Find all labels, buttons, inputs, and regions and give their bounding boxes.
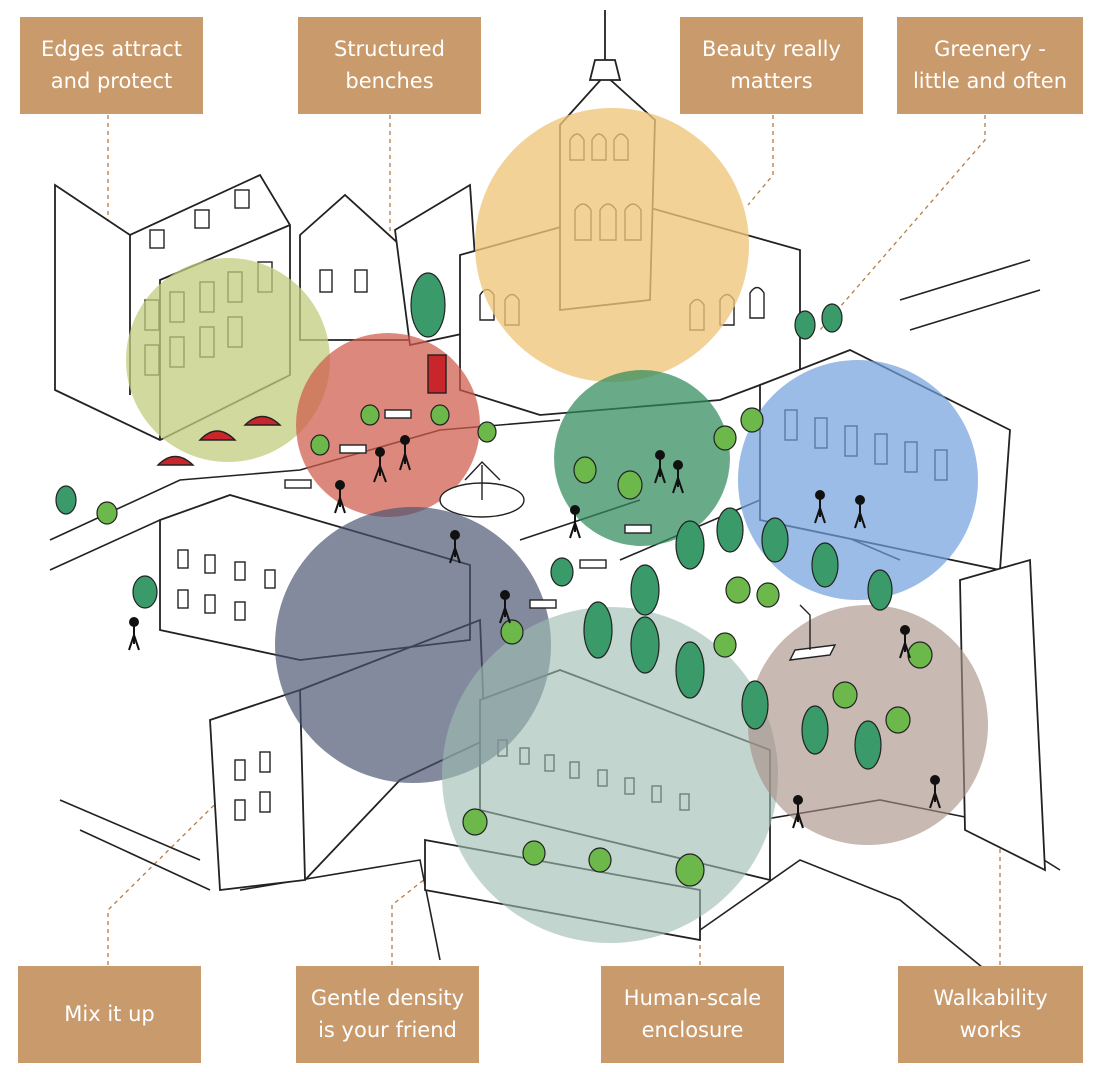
- street-features: [156, 354, 837, 661]
- person-icon: [373, 447, 387, 483]
- tree-icon: [410, 272, 446, 338]
- tree-icon: [500, 619, 524, 645]
- tree-icon: [477, 421, 497, 443]
- person-icon: [449, 530, 461, 564]
- bench-icon: [339, 444, 367, 454]
- person-icon: [654, 450, 666, 484]
- tree-icon: [55, 485, 77, 515]
- people: [128, 435, 941, 829]
- umbrella-icon: [198, 430, 237, 441]
- tree-icon: [675, 853, 705, 887]
- zone-beauty: [475, 108, 749, 382]
- tree-icon: [522, 840, 546, 866]
- label-gentle-density-is-your-friend: Gentle density is your friend: [296, 966, 479, 1063]
- tree-icon: [801, 705, 829, 755]
- tree-icon: [675, 520, 705, 570]
- tree-icon: [756, 582, 780, 608]
- bench-icon: [284, 479, 312, 489]
- tree-icon: [583, 601, 613, 659]
- leader-density: [391, 874, 431, 965]
- person-icon: [792, 795, 804, 829]
- zone-edges: [126, 258, 330, 462]
- tree-icon: [310, 434, 330, 456]
- person-icon: [334, 480, 346, 514]
- person-icon: [499, 590, 511, 624]
- label-mix-it-up: Mix it up: [18, 966, 201, 1063]
- zone-enclosure: [442, 607, 778, 943]
- tree-icon: [462, 808, 488, 836]
- tree-icon: [741, 680, 769, 730]
- bench-icon: [529, 599, 557, 609]
- tree-icon: [713, 425, 737, 451]
- tree-icon: [630, 616, 660, 674]
- tree-icon: [573, 456, 597, 484]
- leader-greenery: [819, 115, 986, 331]
- person-icon: [854, 495, 866, 529]
- umbrella-icon: [156, 455, 195, 466]
- person-icon: [128, 617, 140, 651]
- tree-icon: [832, 681, 858, 709]
- tree-icon: [725, 576, 751, 604]
- tree-icon: [761, 517, 789, 563]
- tree-icon: [713, 632, 737, 658]
- label-human-scale-enclosure: Human-scale enclosure: [601, 966, 784, 1063]
- tree-icon: [617, 470, 643, 500]
- person-icon: [569, 505, 581, 539]
- zone-walkability: [738, 360, 978, 600]
- bench-icon: [384, 409, 412, 419]
- building-tall-left: [209, 688, 306, 892]
- tree-icon: [96, 501, 118, 525]
- tree-icon: [716, 507, 744, 553]
- tree-icon: [867, 569, 893, 611]
- tree-icon: [588, 847, 612, 873]
- label-edges-attract-and-protect: Edges attract and protect: [20, 17, 203, 114]
- phone-box-icon: [427, 354, 447, 394]
- zone-greenery: [554, 370, 730, 546]
- label-greenery-little-and-often: Greenery - little and often: [897, 17, 1083, 114]
- tree-icon: [550, 557, 574, 587]
- leader-beauty: [747, 115, 774, 206]
- tree-icon: [794, 310, 816, 340]
- person-icon: [814, 490, 826, 524]
- tree-icon: [630, 564, 660, 616]
- tree-icon: [675, 641, 705, 699]
- person-icon: [899, 625, 911, 659]
- bench-icon: [579, 559, 607, 569]
- person-icon: [672, 460, 684, 494]
- tree-icon: [821, 303, 843, 333]
- bench-icon: [624, 524, 652, 534]
- label-walkability-works: Walkability works: [898, 966, 1083, 1063]
- tree-icon: [854, 720, 882, 770]
- person-icon: [399, 435, 411, 471]
- tree-icon: [360, 404, 380, 426]
- tree-icon: [907, 641, 933, 669]
- tree-icon: [132, 575, 158, 609]
- tree-icon: [430, 404, 450, 426]
- statue-icon: [788, 644, 837, 661]
- tree-icon: [885, 706, 911, 734]
- trees: [55, 272, 933, 887]
- label-beauty-really-matters: Beauty really matters: [680, 17, 863, 114]
- label-structured-benches: Structured benches: [298, 17, 481, 114]
- tree-icon: [811, 542, 839, 588]
- person-icon: [929, 775, 941, 809]
- umbrella-icon: [243, 415, 282, 426]
- tree-icon: [740, 407, 764, 433]
